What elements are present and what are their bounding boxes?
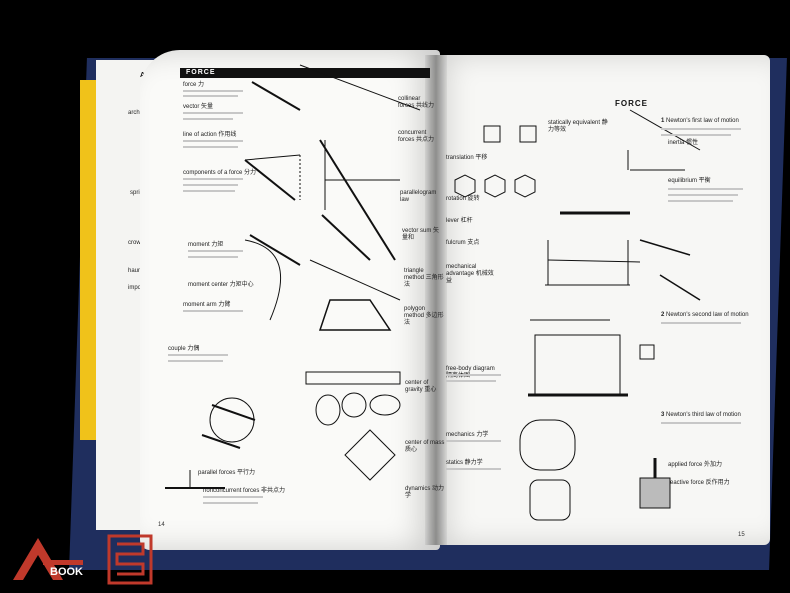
component-arrow — [244, 154, 301, 161]
seal-mark — [107, 534, 153, 585]
term-components: components of a force 分力 — [183, 170, 257, 176]
back-item-crown: crown — [128, 240, 145, 246]
vector-arrow — [251, 81, 301, 111]
left-page — [140, 50, 440, 550]
term-moment-arm: moment arm 力臂 — [183, 302, 231, 308]
law-2: 2 Newton's second law of motion — [661, 312, 749, 318]
term-parallelogram: parallelogram law — [400, 190, 437, 203]
term-line-of-action: line of action 作用线 — [183, 132, 237, 138]
back-item-spring: spring — [130, 190, 147, 196]
cover-yellow-band — [80, 80, 96, 440]
term-center-gravity: center of gravity 重心 — [405, 380, 437, 393]
law-3: 3 Newton's third law of motion — [661, 412, 741, 418]
left-header-text: FORCE — [186, 69, 216, 76]
logo-text: BOOK — [50, 566, 83, 578]
term-polygon: polygon method 多边形法 — [404, 306, 444, 326]
term-vector-sum: vector sum 矢量和 — [402, 228, 440, 241]
back-item-haunch: haunch — [128, 268, 148, 274]
law-1: 1 Newton's first law of motion — [661, 118, 739, 124]
right-page-header: FORCE — [615, 99, 648, 108]
term-moment-center: moment center 力矩中心 — [188, 282, 254, 288]
term-rotation: rotation 旋转 — [446, 196, 480, 202]
left-page-number: 14 — [158, 522, 165, 528]
term-equilibrium: equilibrium 平衡 — [668, 178, 711, 184]
spine-shadow — [425, 55, 447, 545]
back-item-arch: arch — [128, 110, 140, 116]
book-logo — [13, 538, 83, 580]
term-applied-force: applied force 外加力 — [668, 462, 723, 468]
right-page-number: 15 — [738, 532, 745, 538]
couple-circle — [209, 397, 255, 443]
left-page-header: FORCE — [180, 68, 430, 78]
moment-arc — [244, 239, 282, 321]
term-mechanics: mechanics 力学 — [446, 432, 489, 438]
term-translation: translation 平移 — [446, 155, 488, 161]
term-reactive-force: reactive force 反作用力 — [668, 480, 730, 486]
right-page — [430, 55, 770, 545]
term-inertia: inertia 惯性 — [668, 140, 699, 146]
back-item-impost: impost — [128, 285, 146, 291]
term-center-mass: center of mass 质心 — [405, 440, 445, 453]
term-statics: statics 静力学 — [446, 460, 483, 466]
term-fulcrum: fulcrum 支点 — [446, 240, 480, 246]
term-mechanical-advantage: mechanical advantage 机械效益 — [446, 264, 494, 284]
term-concurrent: concurrent forces 共点力 — [398, 130, 435, 143]
component-arrow-2 — [244, 159, 296, 201]
term-dynamics: dynamics 动力学 — [405, 486, 445, 499]
term-lever: lever 杠杆 — [446, 218, 473, 224]
term-moment: moment 力矩 — [188, 242, 224, 248]
term-couple: couple 力偶 — [168, 346, 200, 352]
term-nonconcurrent: nonconcurrent forces 非共点力 — [203, 488, 286, 494]
term-statically-equivalent: statically equivalent 静力等效 — [548, 120, 608, 133]
term-force: force 力 — [183, 82, 205, 88]
term-parallel-forces: parallel forces 平行力 — [198, 470, 256, 476]
term-collinear: collinear forces 共线力 — [398, 96, 435, 109]
term-vector: vector 矢量 — [183, 104, 214, 110]
term-triangle: triangle method 三角形法 — [404, 268, 444, 288]
